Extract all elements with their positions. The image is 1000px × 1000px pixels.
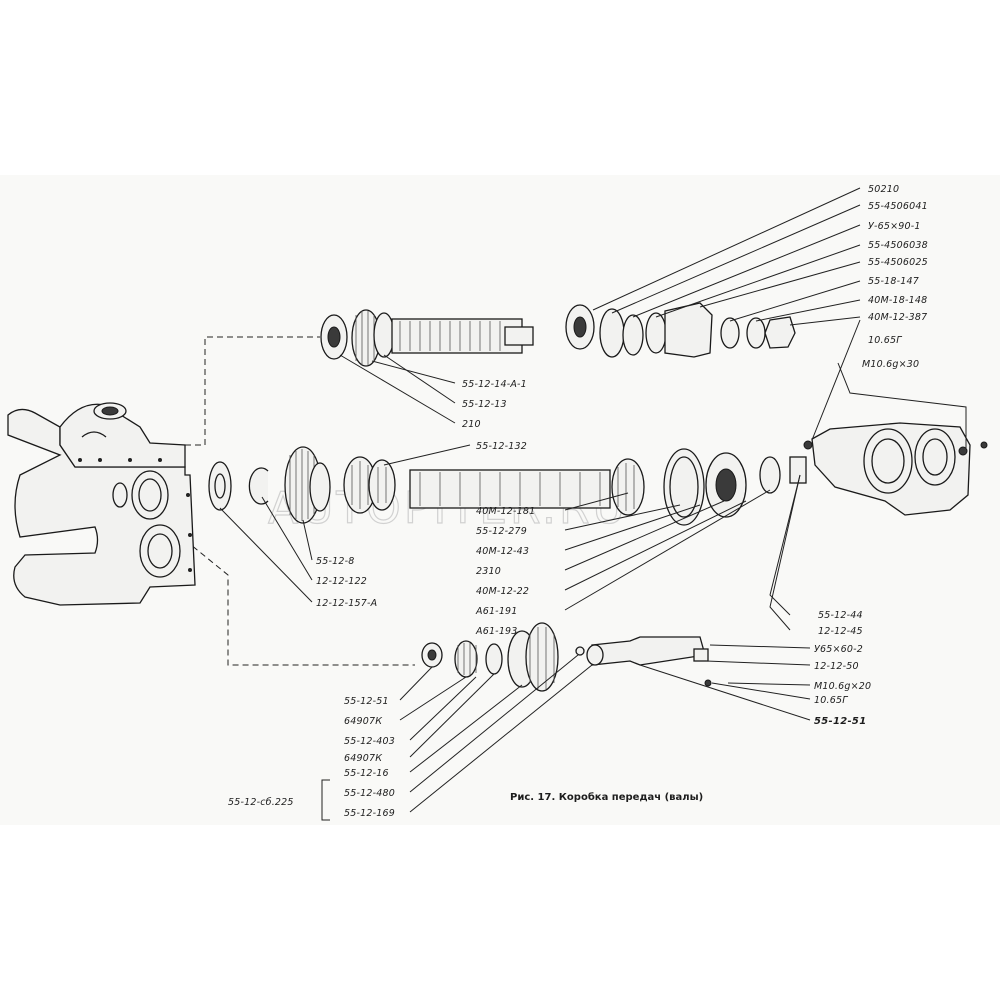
label-55-12-16: 55-12-16 <box>344 768 389 779</box>
label-40m-12-43: 40М-12-43 <box>476 546 529 557</box>
label-55-12-51-right: 55-12-51 <box>814 716 866 727</box>
label-64907k-b: 64907К <box>344 753 383 764</box>
label-55-4506038: 55-4506038 <box>868 240 928 251</box>
leader-lines <box>219 187 967 821</box>
label-u65x90-1: У-65×90-1 <box>868 221 921 232</box>
assembly-dashed-lines <box>184 336 415 666</box>
label-50210: 50210 <box>868 184 899 195</box>
label-210: 210 <box>462 419 481 430</box>
label-12-12-50: 12-12-50 <box>814 661 859 672</box>
output-shaft-assembly <box>421 622 712 692</box>
label-40m-12-22: 40М-12-22 <box>476 586 529 597</box>
rear-cover <box>803 422 988 516</box>
label-2310: 2310 <box>476 566 501 577</box>
label-55-4506041: 55-4506041 <box>868 201 928 212</box>
label-64907k-a: 64907К <box>344 716 383 727</box>
part-labels: 50210 55-4506041 У-65×90-1 55-4506038 55… <box>228 184 928 819</box>
label-40m-18-148: 40М-18-148 <box>868 295 927 306</box>
rear-bearing-group <box>565 302 796 358</box>
label-40m-12-181: 40М-12-181 <box>476 506 535 517</box>
label-a61-191: А61-191 <box>475 606 518 617</box>
gearbox-housing <box>7 402 196 606</box>
label-10-65g-bottom: 10.65Г <box>814 695 848 706</box>
gearbox-shafts-diagram: AUTOPITER.RU <box>7 184 988 821</box>
label-55-12-480: 55-12-480 <box>344 788 395 799</box>
label-55-12-44: 55-12-44 <box>818 610 863 621</box>
label-55-12-279: 55-12-279 <box>476 526 527 537</box>
diagram-sheet: AUTOPITER.RU <box>0 175 1000 825</box>
label-55-12-51-left: 55-12-51 <box>344 696 389 707</box>
label-a61-193: А61-193 <box>475 626 518 637</box>
label-55-12-132: 55-12-132 <box>476 441 527 452</box>
figure-caption: Рис. 17. Коробка передач (валы) <box>510 791 703 803</box>
label-m10x30: М10.6g×30 <box>862 359 919 370</box>
label-12-12-157-a: 12-12-157-А <box>316 598 377 609</box>
label-assembly-group: 55-12-сб.225 <box>228 797 294 808</box>
primary-shaft-assembly <box>320 309 534 367</box>
label-40m-12-387: 40М-12-387 <box>868 312 927 323</box>
label-u65x60-2: У65×60-2 <box>814 644 863 655</box>
label-10-65g-top: 10.65Г <box>868 335 902 346</box>
label-12-12-122: 12-12-122 <box>316 576 367 587</box>
label-12-12-45: 12-12-45 <box>818 626 863 637</box>
label-55-12-403: 55-12-403 <box>344 736 395 747</box>
label-55-12-13: 55-12-13 <box>462 399 507 410</box>
label-m10x20: М10.6g×20 <box>814 681 871 692</box>
label-55-18-147: 55-18-147 <box>868 276 919 287</box>
label-55-4506025: 55-4506025 <box>868 257 928 268</box>
label-55-12-8: 55-12-8 <box>316 556 354 567</box>
label-55-12-14-a-1: 55-12-14-А-1 <box>462 379 527 390</box>
label-55-12-169: 55-12-169 <box>344 808 395 819</box>
